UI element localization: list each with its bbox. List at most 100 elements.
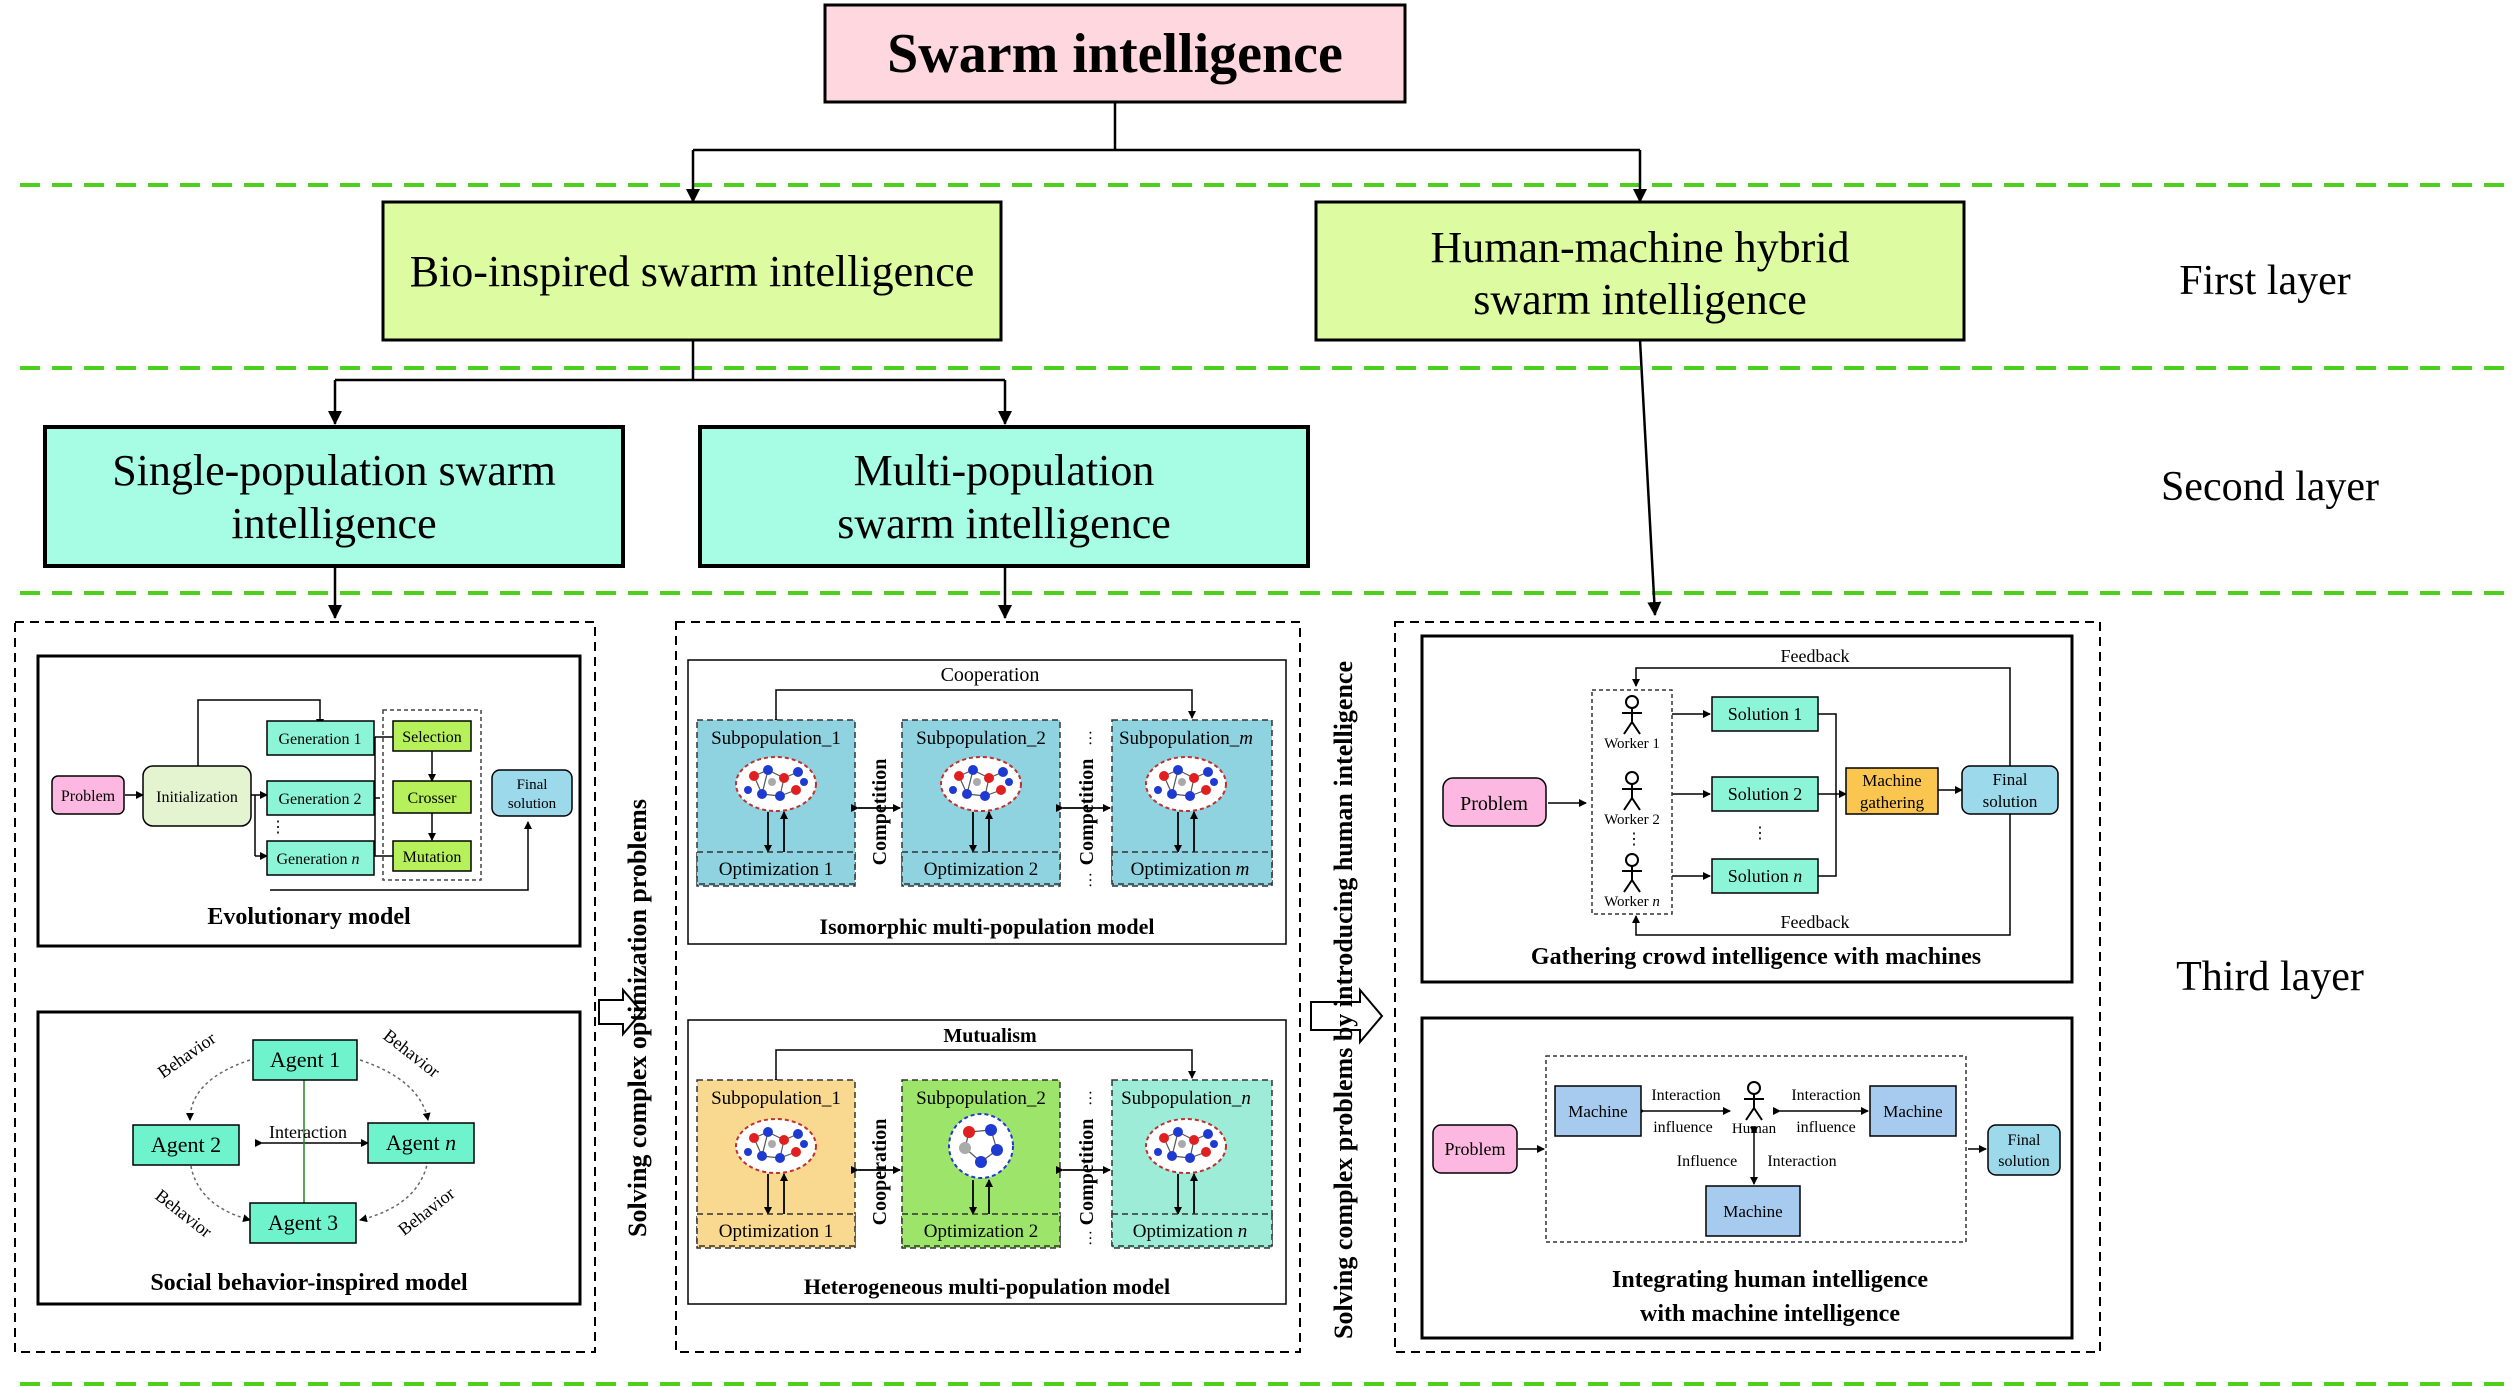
svg-text:Subpopulation_1: Subpopulation_1 [711,728,841,749]
integrating-panel: Problem Machine Machine Machine Human In… [1420,1016,2074,1340]
social-behavior-panel: Agent 1 Agent 2 Agent n Agent 3 Interact… [36,1010,582,1306]
title-text: Swarm intelligence [887,23,1343,85]
gathering-panel: Feedback Feedback Problem Worker 1 Worke… [1420,634,2074,984]
isomorphic-panel: Cooperation Subpopulation_1 Subpopulatio… [687,659,1287,945]
svg-text:Machine: Machine [1862,771,1921,790]
svg-text:Selection: Selection [402,729,462,746]
svg-text:Competition: Competition [1076,1119,1098,1226]
integrating-caption-2: with machine intelligence [1640,1301,1900,1327]
right-transition-arrow [1310,987,1384,1045]
svg-text:Optimization n: Optimization n [1133,1221,1248,1242]
svg-text:Human: Human [1732,1121,1777,1137]
single-population-node: Single-population swarm intelligence [43,425,625,568]
svg-text:Solution n: Solution n [1728,866,1803,886]
svg-text:Agent n: Agent n [386,1130,456,1155]
first-layer-label: First layer [2179,258,2350,304]
svg-text:Agent 3: Agent 3 [268,1210,338,1235]
svg-text:gathering: gathering [1860,793,1925,812]
svg-text:Optimization 2: Optimization 2 [924,859,1039,880]
third-layer-label: Third layer [2176,954,2364,1000]
svg-text:Competition: Competition [869,759,891,866]
svg-text:Subpopulation_m: Subpopulation_m [1119,728,1253,749]
svg-text:···: ··· [1081,1230,1098,1246]
svg-text:···: ··· [1081,730,1098,746]
multi-container [675,621,1301,1353]
human-machine-hybrid-node: Human-machine hybrid swarm intelligence [1314,200,1966,342]
left-transition-arrow [598,987,644,1037]
svg-text:influence: influence [1653,1119,1713,1136]
svg-text:Subpopulation_2: Subpopulation_2 [916,1088,1046,1109]
left-side-label: Solving complex optimization problems [623,799,652,1237]
evolutionary-caption: Evolutionary model [207,904,411,930]
human-machine-label-1: Human-machine hybrid [1430,223,1849,272]
single-population-label-1: Single-population swarm [112,446,556,495]
svg-text:Final: Final [2008,1132,2041,1149]
svg-text:Competition: Competition [1076,759,1098,866]
svg-text:Generation n: Generation n [276,851,359,868]
multi-population-label-1: Multi-population [854,446,1155,495]
human-machine-label-2: swarm intelligence [1473,275,1807,324]
multi-population-node: Multi-population swarm intelligence [698,425,1310,568]
third-layer-containers [14,621,2101,1353]
svg-text:Machine: Machine [1568,1102,1627,1121]
top-connectors [328,102,1662,619]
svg-text:Worker n: Worker n [1604,894,1660,910]
svg-text:Optimization 1: Optimization 1 [719,859,834,880]
svg-text:Influence: Influence [1677,1153,1737,1170]
svg-text:Interaction: Interaction [1767,1153,1836,1170]
svg-text:Interaction: Interaction [269,1122,347,1142]
svg-text:Interaction: Interaction [1791,1087,1860,1104]
svg-text:Problem: Problem [1460,793,1528,815]
single-population-label-2: intelligence [231,499,436,548]
bio-inspired-label: Bio-inspired swarm intelligence [410,247,975,296]
svg-text:Subpopulation_2: Subpopulation_2 [916,728,1046,749]
svg-text:Optimization 2: Optimization 2 [924,1221,1039,1242]
svg-text:influence: influence [1796,1119,1856,1136]
title-node: Swarm intelligence [823,3,1407,104]
bio-inspired-node: Bio-inspired swarm intelligence [381,200,1003,342]
svg-text:Solution 2: Solution 2 [1728,784,1803,804]
evolutionary-model-panel: Problem Initialization Generation 1 Gene… [36,654,582,948]
svg-text:Crosser: Crosser [408,790,458,807]
svg-text:Problem: Problem [1445,1139,1506,1159]
svg-text:Initialization: Initialization [156,789,238,806]
svg-text:solution: solution [1983,792,2038,811]
svg-text:Subpopulation_1: Subpopulation_1 [711,1088,841,1109]
hybrid-container [1394,621,2101,1353]
svg-text:Optimization m: Optimization m [1131,859,1250,880]
multi-population-label-2: swarm intelligence [837,499,1171,548]
svg-text:Machine: Machine [1883,1102,1942,1121]
svg-text:Optimization 1: Optimization 1 [719,1221,834,1242]
svg-text:Cooperation: Cooperation [941,664,1040,686]
svg-text:Worker 2: Worker 2 [1604,812,1660,828]
right-side-label: Solving complex problems by introducing … [1329,661,1358,1339]
svg-text:⋮: ⋮ [1626,831,1642,848]
svg-text:Mutualism: Mutualism [943,1025,1037,1047]
single-container [14,621,596,1353]
svg-text:Machine: Machine [1723,1202,1782,1221]
svg-text:Solution 1: Solution 1 [1728,704,1803,724]
gathering-caption: Gathering crowd intelligence with machin… [1531,944,1981,970]
svg-text:Feedback: Feedback [1781,912,1850,932]
svg-text:Subpopulation_n: Subpopulation_n [1121,1088,1251,1109]
heterogeneous-panel: Mutualism Subpopulation_1 Subpopulation_… [687,1019,1287,1305]
svg-text:solution: solution [508,796,557,812]
svg-text:Agent 1: Agent 1 [270,1047,340,1072]
integrating-caption-1: Integrating human intelligence [1612,1267,1928,1293]
svg-text:Feedback: Feedback [1781,646,1850,666]
svg-text:Agent 2: Agent 2 [151,1132,221,1157]
svg-text:solution: solution [1998,1153,2050,1170]
heterogeneous-caption: Heterogeneous multi-population model [804,1274,1170,1299]
svg-text:Final: Final [1993,770,2028,789]
svg-text:Final: Final [517,777,548,793]
svg-text:Generation 1: Generation 1 [278,731,361,748]
svg-text:Problem: Problem [61,788,116,805]
svg-text:Worker 1: Worker 1 [1604,736,1660,752]
svg-text:Mutation: Mutation [403,849,462,866]
svg-text:⋮: ⋮ [270,819,286,836]
svg-text:···: ··· [1081,872,1098,888]
svg-text:Generation 2: Generation 2 [278,791,361,808]
second-layer-label: Second layer [2161,464,2379,510]
social-caption: Social behavior-inspired model [150,1270,468,1296]
